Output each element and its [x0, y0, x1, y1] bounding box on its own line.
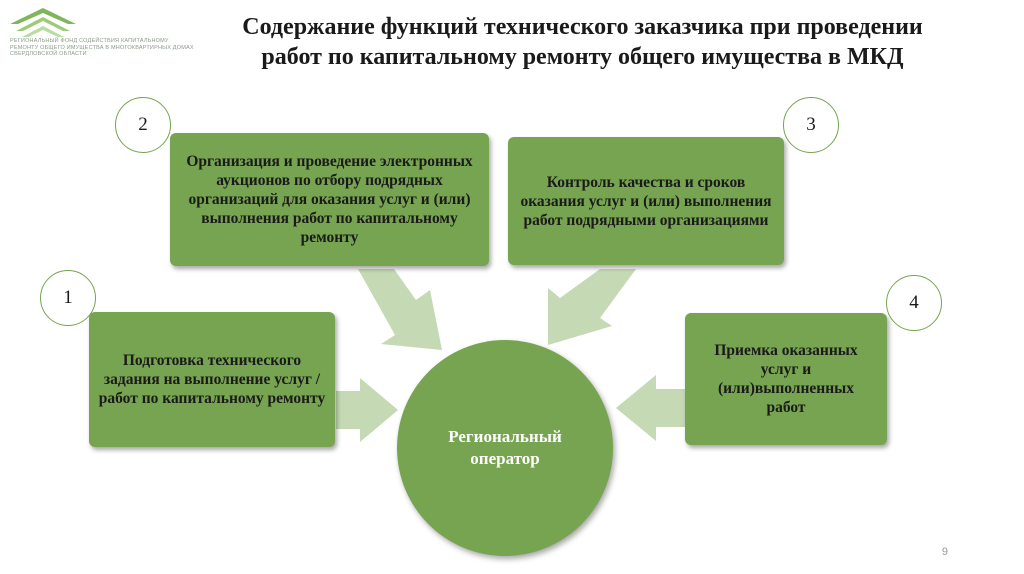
step-number-3: 3 [783, 97, 839, 153]
arrow-step-1 [336, 378, 398, 442]
step-text-4: Приемка оказанных услуг и (или)выполненн… [714, 342, 858, 416]
center-label: Региональный оператор [448, 427, 562, 468]
step-text-2: Организация и проведение электронных аук… [186, 153, 473, 246]
step-number-1: 1 [40, 270, 96, 326]
page-title: Содержание функций технического заказчик… [242, 14, 923, 70]
step-number-2: 2 [115, 97, 171, 153]
logo-text: Региональный фонд содействия капитальном… [10, 38, 194, 57]
step-box-4: Приемка оказанных услуг и (или)выполненн… [685, 313, 887, 445]
step-box-2: Организация и проведение электронных аук… [170, 133, 489, 266]
step-text-1: Подготовка технического задания на выпол… [98, 352, 326, 407]
regional-operator-circle: Региональный оператор [397, 340, 613, 556]
page-number: 9 [941, 546, 948, 558]
logo-roof-icon [10, 8, 76, 37]
arrow-step-2 [358, 269, 442, 350]
step-number-4: 4 [886, 275, 942, 331]
step-box-1: Подготовка технического задания на выпол… [89, 312, 335, 447]
arrow-step-4 [616, 375, 686, 441]
arrow-step-3 [548, 269, 636, 345]
step-box-3: Контроль качества и сроков оказания услу… [508, 137, 784, 265]
step-text-3: Контроль качества и сроков оказания услу… [520, 173, 772, 229]
logo [8, 4, 188, 62]
